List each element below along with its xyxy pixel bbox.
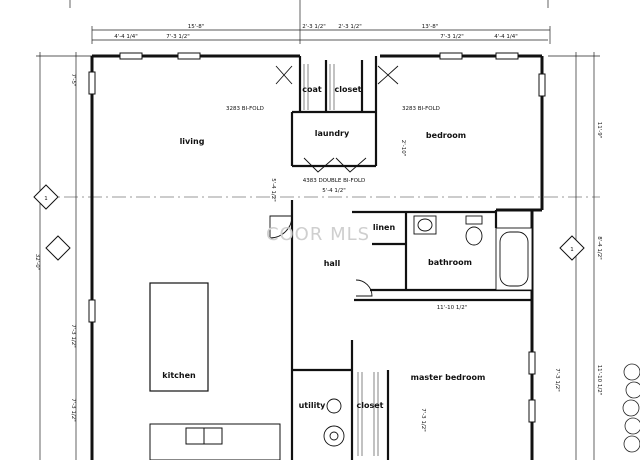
room-label-living: living	[180, 137, 205, 146]
dim-left-lower: 7'-3 1/2"	[70, 398, 76, 422]
svg-text:1: 1	[44, 196, 48, 202]
side-dimension-lines	[36, 52, 600, 460]
dim-top-right-span: 13'-8"	[422, 24, 439, 30]
room-label-closet-bottom: closet	[357, 401, 384, 410]
section-marker-right: 1	[559, 235, 585, 261]
exterior-walls	[90, 54, 544, 460]
room-label-utility: utility	[299, 401, 327, 410]
top-dimension-lines	[69, 0, 551, 44]
dim-top-l2: 7'-3 1/2"	[166, 34, 190, 40]
dim-hall-width2: 5'-4 1/2"	[270, 178, 276, 202]
kitchen-counter	[149, 423, 281, 460]
dim-top-l1: 4'-4 1/4"	[114, 34, 138, 40]
kitchen-island	[149, 282, 209, 392]
dim-left-mid: 7'-3 1/2"	[70, 324, 76, 348]
dim-closet: 2'-10"	[400, 140, 406, 157]
room-label-hall: hall	[324, 259, 341, 268]
closet-shelves	[303, 64, 379, 456]
dim-top-mid: 2'-3 1/2"	[302, 24, 326, 30]
note-bifold-right: 3283 BI-FOLD	[402, 106, 440, 112]
bathroom-fixtures	[413, 215, 533, 291]
dim-top-mid2: 2'-3 1/2"	[338, 24, 362, 30]
dim-top-r1: 7'-3 1/2"	[440, 34, 464, 40]
shrubs	[622, 363, 640, 453]
dim-master: 7'-3 1/2"	[554, 368, 560, 392]
dim-left-upper: 7'-5"	[70, 73, 76, 86]
dim-right-mid: 8'-4 1/2"	[596, 236, 602, 260]
watermark: COOR MLS	[266, 224, 370, 245]
section-marker-left: 1	[33, 184, 71, 261]
svg-text:1: 1	[570, 247, 574, 253]
dim-hall-width: 5'-4 1/2"	[322, 188, 346, 194]
windows	[88, 52, 546, 423]
room-label-laundry: laundry	[315, 129, 350, 138]
room-label-bedroom: bedroom	[426, 131, 466, 140]
dim-left-overall: 32'-0"	[34, 254, 40, 271]
note-double-bifold: 4383 DOUBLE BI-FOLD	[303, 178, 366, 184]
dim-master2: 7'-3 1/2"	[420, 408, 426, 432]
dim-top-left-span: 15'-8"	[188, 24, 205, 30]
interior-walls	[290, 56, 532, 460]
dim-right-upper: 11'-9"	[596, 122, 602, 139]
dim-right-lower: 11'-10 1/2"	[596, 365, 602, 396]
doors	[269, 65, 399, 297]
room-label-closet-top: closet	[335, 85, 362, 94]
room-label-coat: coat	[302, 85, 322, 94]
room-label-linen: linen	[373, 223, 396, 232]
room-label-kitchen: kitchen	[162, 371, 196, 380]
dim-hall-span: 11'-10 1/2"	[437, 305, 468, 311]
dim-top-r2: 4'-4 1/4"	[494, 34, 518, 40]
room-label-master-bedroom: master bedroom	[411, 373, 486, 382]
note-bifold-left: 3283 BI-FOLD	[226, 106, 264, 112]
utility-fixtures	[323, 398, 345, 447]
room-label-bathroom: bathroom	[428, 258, 472, 267]
